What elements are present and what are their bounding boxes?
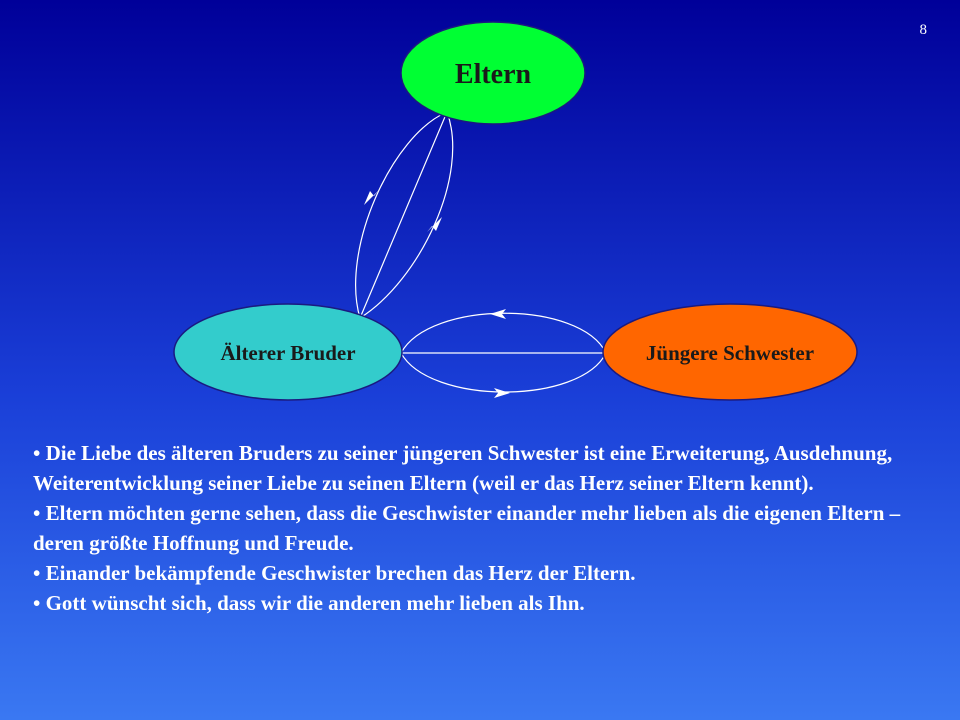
bullet-item: • Gott wünscht sich, dass wir die andere… bbox=[33, 591, 585, 615]
arrow-right-icon bbox=[494, 388, 510, 398]
parents-brother-right-arc bbox=[359, 111, 454, 319]
node-parents-label: Eltern bbox=[455, 59, 532, 90]
parents-brother-line bbox=[359, 111, 448, 319]
siblings-top-arc bbox=[400, 312, 607, 354]
node-older-brother-label: Älterer Bruder bbox=[220, 341, 355, 365]
arrow-down-icon bbox=[364, 190, 379, 205]
siblings-bottom-arc bbox=[400, 352, 607, 393]
love-relationship-diagram: Eltern Älterer Bruder Jüngere Schwester bbox=[173, 21, 858, 401]
bullet-list: • Die Liebe des älteren Bruders zu seine… bbox=[33, 438, 933, 618]
bullet-item: • Eltern möchten gerne sehen, dass die G… bbox=[33, 501, 901, 555]
bullet-item: • Einander bekämpfende Geschwister brech… bbox=[33, 561, 636, 585]
node-parents: Eltern bbox=[400, 21, 586, 125]
node-older-brother-shape bbox=[173, 303, 403, 401]
bullet-item: • Die Liebe des älteren Bruders zu seine… bbox=[33, 441, 893, 495]
page-number: 8 bbox=[919, 22, 928, 38]
parents-brother-left-arc bbox=[355, 111, 448, 319]
node-younger-sister-label: Jüngere Schwester bbox=[646, 341, 814, 365]
arrow-up-icon bbox=[427, 217, 442, 232]
node-older-brother: Älterer Bruder bbox=[173, 303, 403, 401]
arrow-left-icon bbox=[490, 309, 506, 319]
node-parents-shape bbox=[400, 21, 586, 125]
node-younger-sister: Jüngere Schwester bbox=[602, 303, 858, 401]
parents-brother-connection bbox=[355, 111, 454, 319]
node-younger-sister-shape bbox=[602, 303, 858, 401]
siblings-connection bbox=[400, 309, 607, 398]
